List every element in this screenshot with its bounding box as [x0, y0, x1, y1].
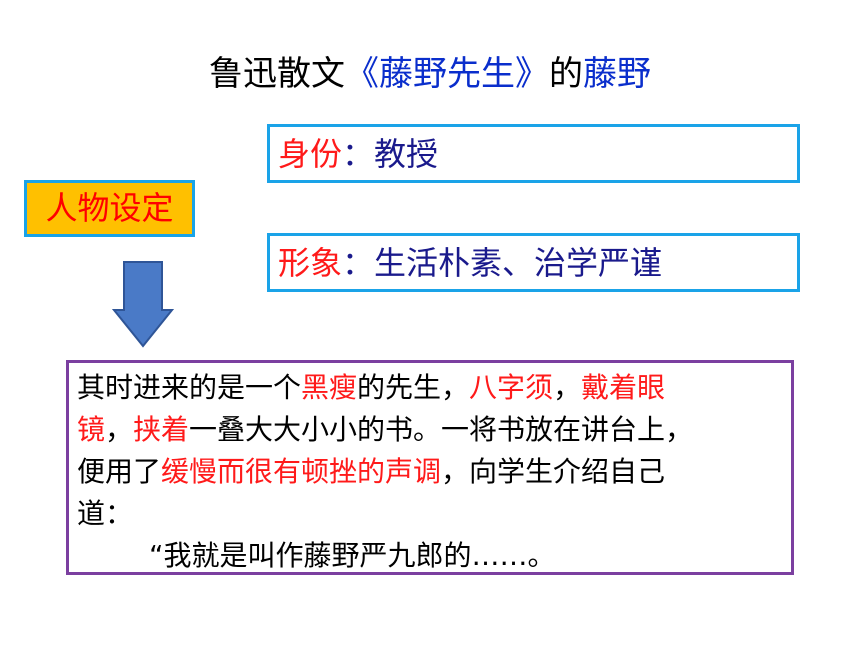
character-setting-badge: 人物设定: [24, 180, 195, 237]
quote-segment: 一叠大大小小的书。一将书放在讲台上，: [189, 413, 694, 446]
title-work: 《藤野先生》: [345, 54, 549, 94]
slide-title: 鲁迅散文《藤野先生》的藤野: [0, 50, 860, 98]
quote-segment: 道：: [77, 497, 134, 530]
quote-line: 其时进来的是一个黑瘦的先生，八字须，戴着眼: [77, 367, 785, 409]
identity-separator: ：: [342, 135, 375, 173]
image-box: 形象：生活朴素、治学严谨: [267, 233, 800, 292]
down-arrow-icon: [112, 261, 174, 348]
quote-segment: 便用了: [77, 455, 162, 488]
image-value: 生活朴素、治学严谨: [374, 244, 663, 282]
quote-text: 其时进来的是一个黑瘦的先生，八字须，戴着眼镜，挟着一叠大大小小的书。一将书放在讲…: [77, 367, 785, 572]
identity-box: 身份：教授: [267, 124, 800, 183]
quote-highlight: 戴着眼: [581, 371, 666, 404]
quote-line: 道：: [77, 493, 785, 535]
quote-segment: “我就是叫作藤野严九郎的……。: [149, 539, 556, 572]
quote-highlight: 八字须: [469, 371, 554, 404]
title-prefix: 鲁迅散文: [209, 54, 345, 94]
quote-segment: ，: [553, 371, 582, 404]
quote-line: 便用了缓慢而很有顿挫的声调，向学生介绍自己: [77, 451, 785, 493]
quote-highlight: 挟着: [133, 413, 190, 446]
quote-highlight: 镜: [77, 413, 106, 446]
quote-box: 其时进来的是一个黑瘦的先生，八字须，戴着眼镜，挟着一叠大大小小的书。一将书放在讲…: [66, 360, 794, 575]
identity-label: 身份: [278, 135, 343, 173]
title-connector: 的: [549, 54, 583, 94]
quote-segment: 其时进来的是一个: [77, 371, 302, 404]
quote-highlight: 黑瘦: [301, 371, 358, 404]
quote-line: “我就是叫作藤野严九郎的……。: [77, 535, 785, 572]
quote-highlight: 缓慢而很有顿挫的声调: [161, 455, 442, 488]
quote-line: 镜，挟着一叠大大小小的书。一将书放在讲台上，: [77, 409, 785, 451]
image-label: 形象: [278, 244, 343, 282]
quote-segment: ，: [105, 413, 134, 446]
quote-segment: 的先生，: [357, 371, 470, 404]
title-subject: 藤野: [583, 54, 651, 94]
quote-segment: ，向学生介绍自己: [441, 455, 666, 488]
image-separator: ：: [342, 244, 375, 282]
identity-value: 教授: [374, 135, 439, 173]
